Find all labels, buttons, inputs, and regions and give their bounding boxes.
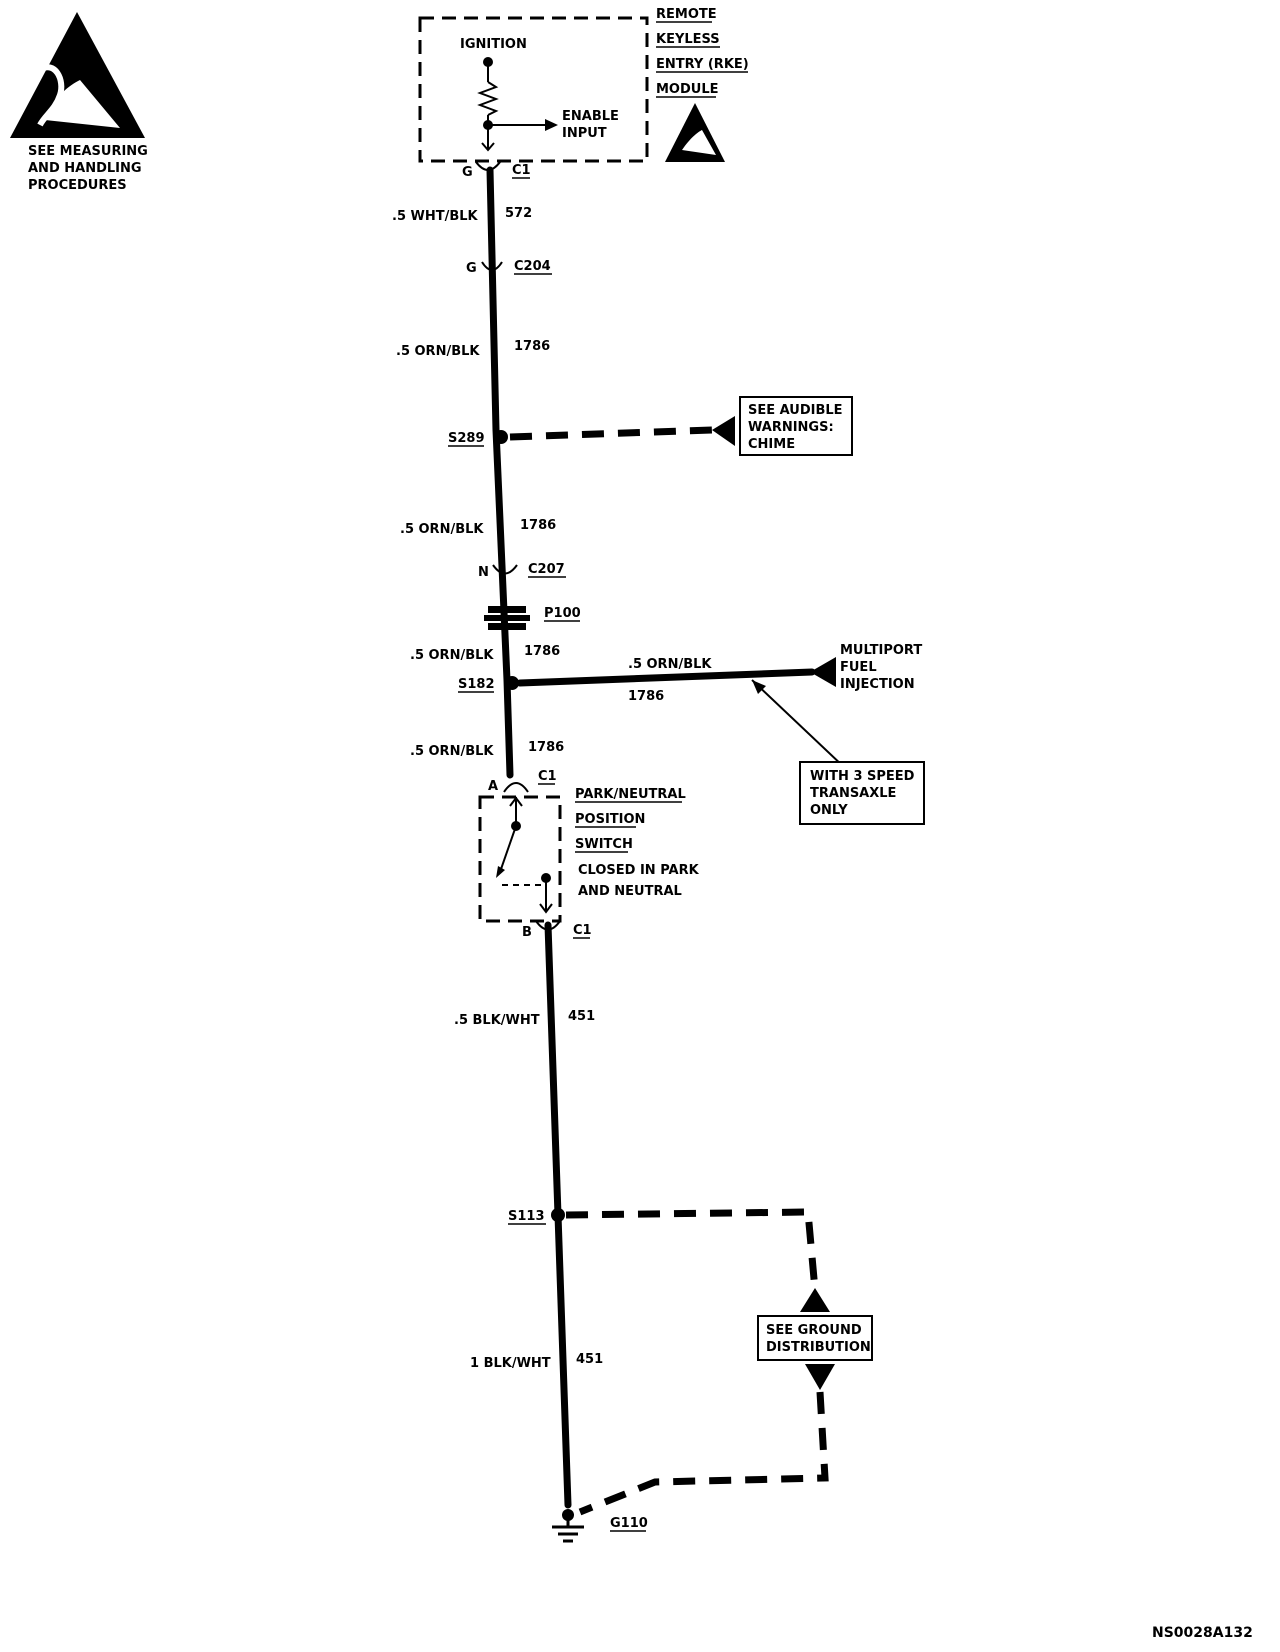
ref-line: WARNINGS: <box>748 420 834 435</box>
pin-label: B <box>522 925 532 940</box>
wire-color-label: .5 ORN/BLK <box>396 344 480 359</box>
esd-note-line: AND HANDLING <box>28 161 142 176</box>
wire-color-label: .5 ORN/BLK <box>628 657 712 672</box>
circuit-number: 572 <box>505 206 532 221</box>
splice-label: S182 <box>458 677 495 692</box>
connector-label: C1 <box>573 923 592 938</box>
switch-box <box>478 795 562 923</box>
esd-module-icon <box>665 103 725 162</box>
esd-warning-icon <box>10 12 145 138</box>
circuit-number: 1786 <box>628 689 664 704</box>
module-name-line: ENTRY (RKE) <box>656 57 749 72</box>
ground-icon <box>552 1515 584 1543</box>
wire-color-label: .5 WHT/BLK <box>392 209 479 224</box>
connector-label: C207 <box>528 562 565 577</box>
enable-input-label: ENABLE <box>562 109 619 124</box>
circuit-number: 1786 <box>524 644 560 659</box>
esd-note-line: PROCEDURES <box>28 178 127 193</box>
wire-color-label: .5 ORN/BLK <box>410 744 494 759</box>
enable-input-label: INPUT <box>562 126 607 141</box>
ground-label: G110 <box>610 1516 648 1531</box>
pin-label: G <box>462 165 473 180</box>
dest-line: INJECTION <box>840 677 915 692</box>
switch-name-line: PARK/NEUTRAL <box>575 787 686 802</box>
module-name-line: MODULE <box>656 82 719 97</box>
ref-line: SEE GROUND <box>766 1323 862 1338</box>
connector-label: C204 <box>514 259 551 274</box>
switch-desc-line: CLOSED IN PARK <box>578 863 700 878</box>
module-name-line: REMOTE <box>656 7 717 22</box>
dest-line: MULTIPORT <box>840 643 922 658</box>
splice-label: S289 <box>448 431 485 446</box>
wire-color-label: .5 ORN/BLK <box>400 522 484 537</box>
p100-grommet-icon <box>484 606 530 630</box>
splice-label: S113 <box>508 1209 545 1224</box>
note-line: ONLY <box>810 803 848 818</box>
figure-id: NS0028A132 <box>1152 1625 1253 1641</box>
esd-note-line: SEE MEASURING <box>28 144 148 159</box>
module-name-line: KEYLESS <box>656 32 720 47</box>
ref-line: CHIME <box>748 437 795 452</box>
wire-color-label: .5 BLK/WHT <box>454 1013 540 1028</box>
switch-desc-line: AND NEUTRAL <box>578 884 682 899</box>
circuit-number: 451 <box>568 1009 595 1024</box>
switch-name-line: POSITION <box>575 812 645 827</box>
dest-line: FUEL <box>840 660 877 675</box>
ref-line: SEE AUDIBLE <box>748 403 843 418</box>
ground-distribution-ref-box <box>757 1315 873 1361</box>
transaxle-note-box <box>799 761 925 825</box>
rke-module-box <box>418 16 649 163</box>
circuit-number: 1786 <box>528 740 564 755</box>
circuit-number: 1786 <box>514 339 550 354</box>
connector-label: C1 <box>538 769 557 784</box>
pin-label: N <box>478 565 489 580</box>
note-line: TRANSAXLE <box>810 786 896 801</box>
pin-label: A <box>488 779 498 794</box>
pin-label: G <box>466 261 477 276</box>
wire-color-label: .5 ORN/BLK <box>410 648 494 663</box>
connector-label: P100 <box>544 606 581 621</box>
ref-line: DISTRIBUTION <box>766 1340 871 1355</box>
circuit-number: 451 <box>576 1352 603 1367</box>
circuit-number: 1786 <box>520 518 556 533</box>
note-line: WITH 3 SPEED <box>810 769 915 784</box>
switch-name-line: SWITCH <box>575 837 633 852</box>
connector-label: C1 <box>512 163 531 178</box>
wire-color-label: 1 BLK/WHT <box>470 1356 551 1371</box>
audible-warnings-ref-box <box>739 396 853 456</box>
ignition-label: IGNITION <box>460 37 527 52</box>
